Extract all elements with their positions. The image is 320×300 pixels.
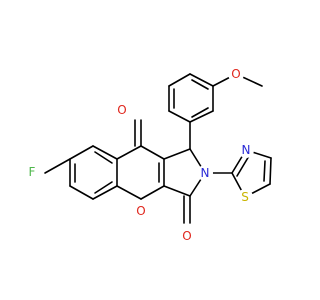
bond — [69, 145, 94, 160]
bond-layer — [44, 73, 272, 224]
pyran-oxygen-label: O — [136, 204, 145, 218]
atom-label-layer: F O O O O N N S — [24, 66, 254, 244]
lactam-oxygen-mask — [179, 228, 195, 244]
ketone-oxygen-label: O — [117, 103, 126, 117]
bond — [263, 160, 266, 182]
methoxy-oxygen-mask — [228, 66, 244, 82]
bond — [44, 158, 71, 174]
methoxy-oxygen-label: O — [231, 67, 240, 81]
thiazole-nitrogen-mask — [238, 142, 254, 158]
thiazole-nitrogen-label: N — [242, 143, 251, 157]
bond — [94, 181, 113, 194]
pyrrole-nitrogen-mask — [197, 165, 213, 181]
bond — [140, 185, 165, 200]
bond — [189, 110, 214, 123]
bond — [140, 145, 165, 160]
lactam-oxygen-label: O — [182, 229, 191, 243]
bond — [163, 185, 191, 197]
thiazole-sulfur-label: S — [241, 190, 249, 204]
bond — [163, 148, 191, 160]
molecule-structure-diagram: F O O O O N N S — [24, 66, 272, 244]
fluorine-label-mask — [24, 164, 40, 180]
bond — [69, 185, 94, 200]
bond — [92, 185, 118, 200]
thiazole-sulfur-mask — [237, 189, 253, 205]
pyrrole-nitrogen-label: N — [201, 166, 210, 180]
bond — [116, 145, 142, 160]
bond — [189, 73, 214, 87]
bond — [116, 185, 142, 200]
bond — [236, 155, 250, 177]
bond — [168, 73, 191, 87]
bond — [269, 157, 272, 185]
bond — [94, 151, 113, 164]
bond — [191, 107, 209, 118]
bond — [92, 145, 118, 160]
pyran-oxygen-mask — [133, 203, 149, 219]
fluorine-atom-label: F — [29, 165, 36, 179]
bond — [168, 110, 191, 123]
bond — [191, 79, 209, 90]
ketone-oxygen-mask — [114, 102, 130, 118]
